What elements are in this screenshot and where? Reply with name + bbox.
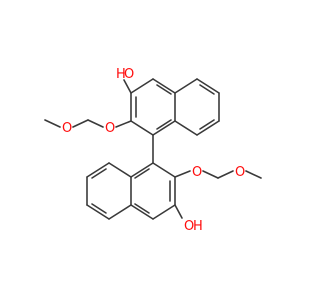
- bond: [152, 162, 176, 178]
- bond-c-o: [174, 170, 191, 178]
- ether-o-label: O: [62, 121, 72, 136]
- bond-ch2-o: [72, 119, 89, 128]
- bond: [174, 78, 198, 94]
- bond-o-ch2: [202, 170, 219, 179]
- bond-o-ch2: [87, 119, 104, 128]
- bond-c-o: [115, 120, 132, 128]
- bond-o-ch3: [245, 170, 262, 179]
- bond: [86, 162, 110, 178]
- bond: [130, 78, 154, 94]
- double-bond-inner: [134, 168, 150, 179]
- hydroxyl-h-label: H: [193, 219, 203, 234]
- ether-o-label: O: [192, 165, 202, 180]
- hydroxyl-o-label: O: [184, 219, 194, 234]
- upper-naphthalene: [44, 78, 220, 136]
- bond-ch2-o: [217, 170, 234, 179]
- bond: [174, 120, 198, 136]
- double-bond-inner: [156, 84, 172, 95]
- lower-naphthalene: [86, 162, 262, 220]
- bond: [152, 78, 176, 94]
- double-bond-inner: [199, 119, 215, 130]
- double-bond-inner: [91, 168, 107, 179]
- bond: [130, 162, 154, 178]
- bond: [108, 204, 132, 220]
- bond: [86, 204, 110, 220]
- double-bond-inner: [156, 119, 172, 130]
- ether-o-label: O: [105, 121, 115, 136]
- double-bond-inner: [91, 203, 107, 214]
- structure-svg: H O O O O O O H: [44, 67, 262, 234]
- bond: [196, 120, 220, 136]
- double-bond-inner: [134, 203, 150, 214]
- bond: [152, 120, 176, 136]
- ether-o-label: O: [235, 165, 245, 180]
- bond: [196, 78, 220, 94]
- bond-c-oh: [174, 204, 183, 219]
- hydroxyl-o-label: O: [124, 67, 134, 82]
- bond: [152, 204, 176, 220]
- bond: [130, 120, 154, 136]
- bond-c-oh: [123, 79, 132, 94]
- bond: [108, 162, 132, 178]
- double-bond-inner: [199, 84, 215, 95]
- molecule-structure-diagram: H O O O O O O H: [44, 67, 262, 234]
- hydroxyl-h-label: H: [116, 67, 126, 82]
- bond: [130, 204, 154, 220]
- bond-o-ch3: [44, 119, 61, 128]
